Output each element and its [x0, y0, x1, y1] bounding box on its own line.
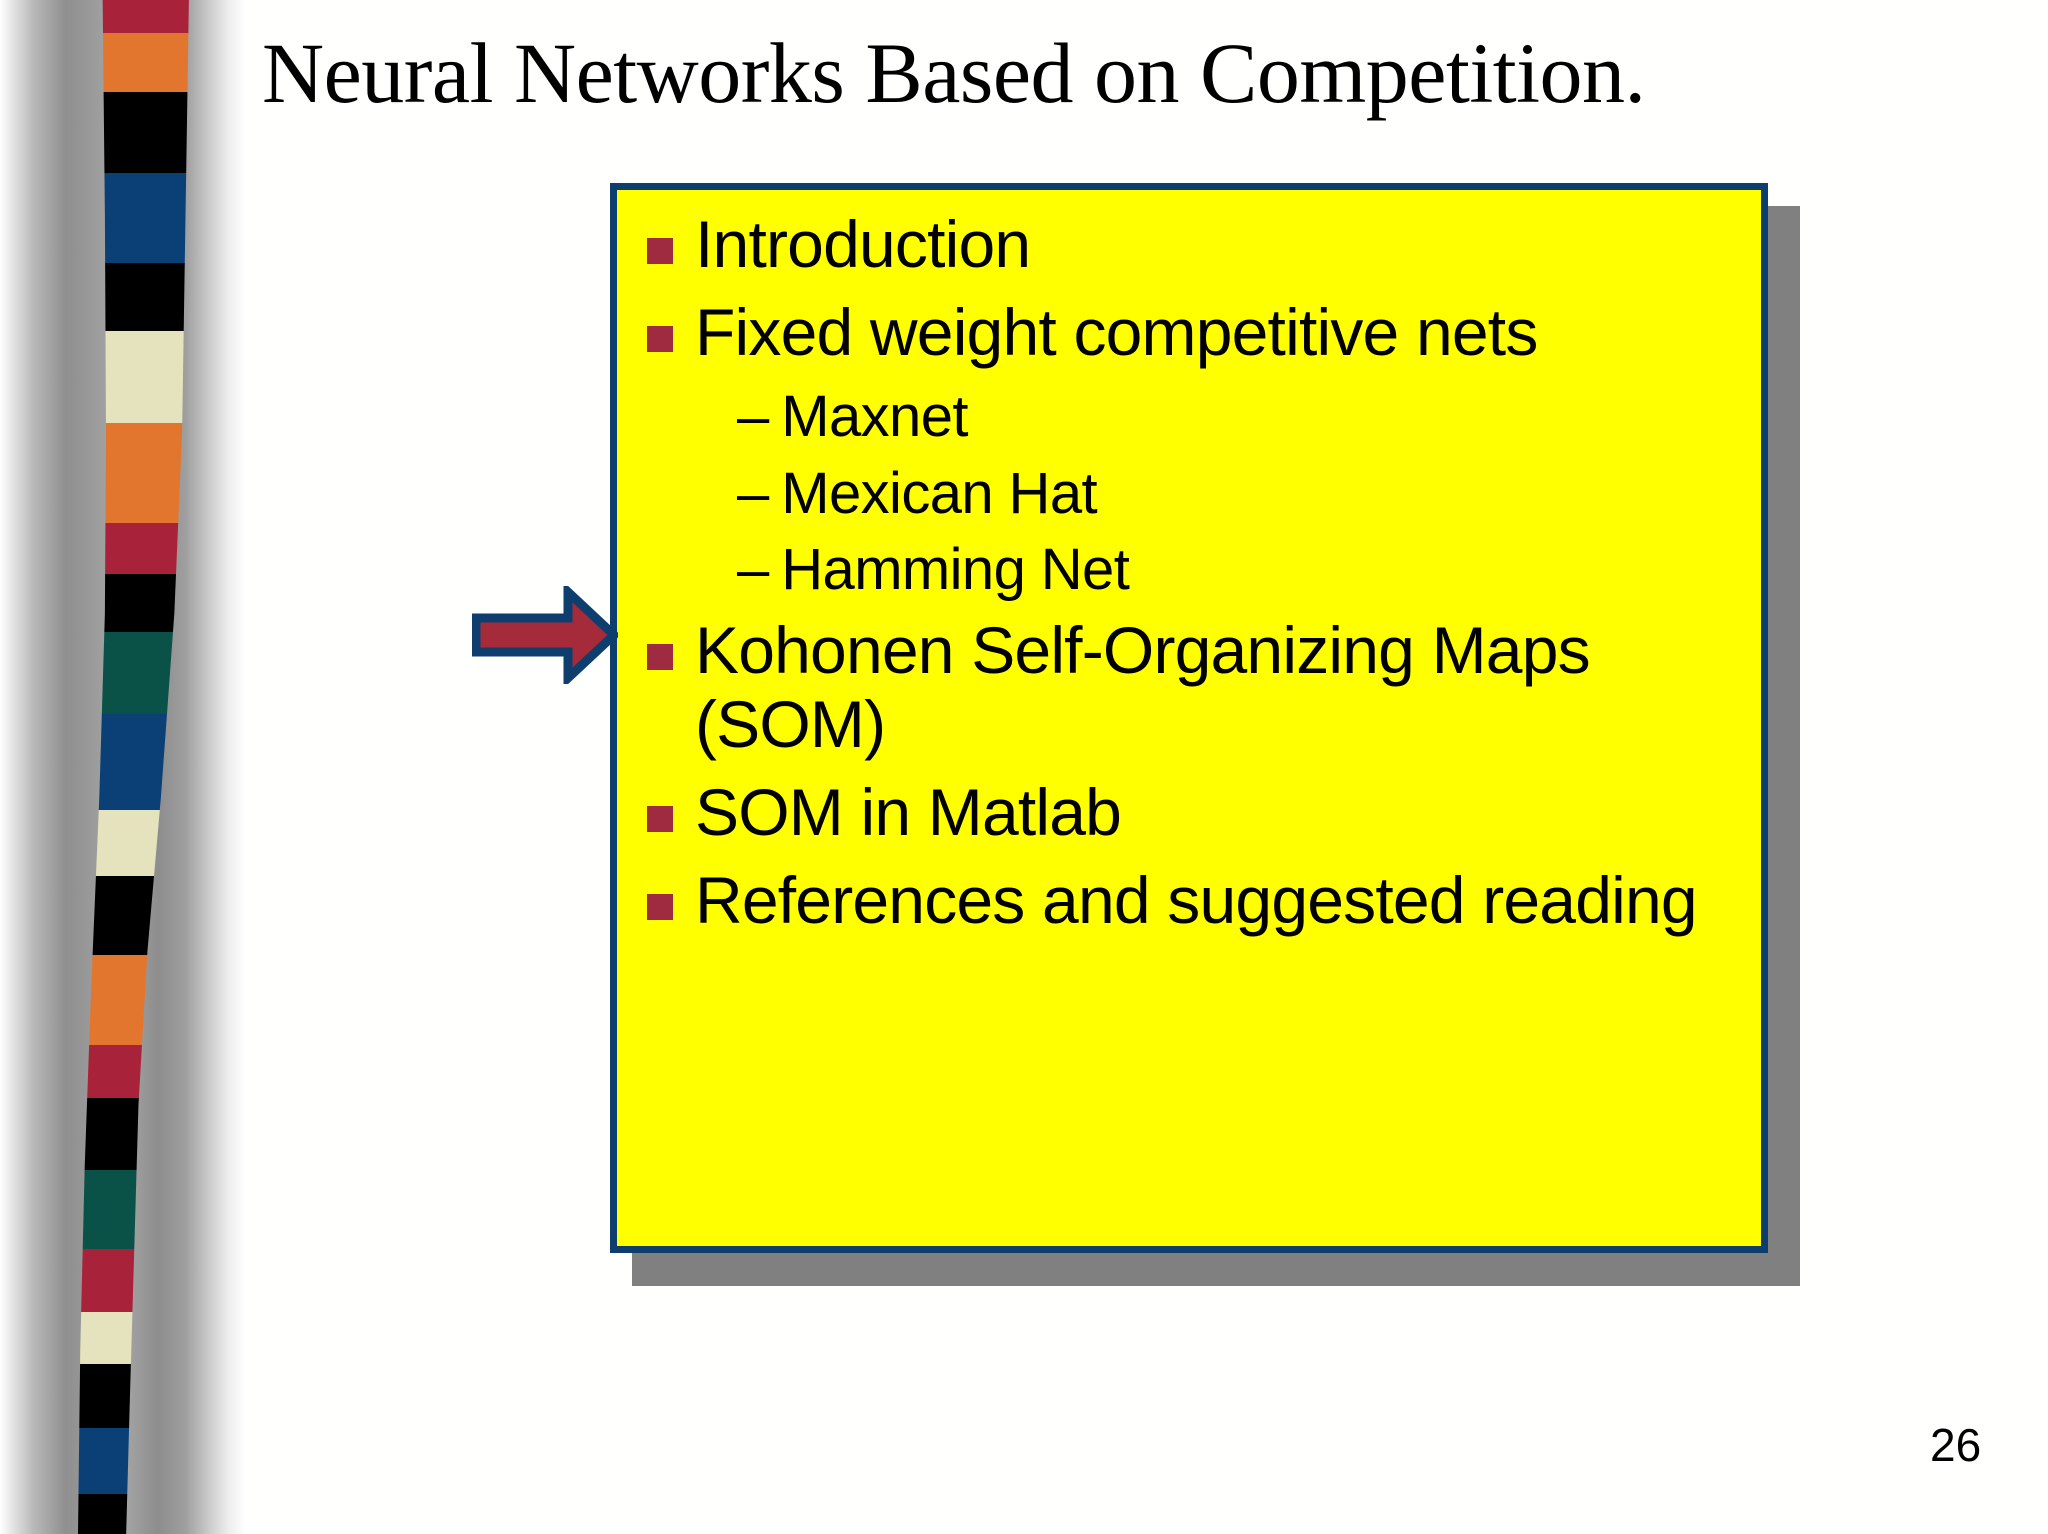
stripe-band	[78, 1249, 189, 1312]
dash-bullet-icon: –	[737, 460, 770, 526]
sub-bullet-item-label: Mexican Hat	[781, 460, 1098, 526]
bullet-item-label: References and suggested reading	[695, 862, 1698, 937]
page-number: 26	[1930, 1419, 1982, 1471]
square-bullet-icon	[647, 893, 673, 920]
stripe-band	[78, 330, 189, 423]
square-bullet-icon	[647, 805, 673, 832]
stripe-band	[78, 172, 189, 264]
bullet-item-label: Introduction	[695, 207, 1031, 281]
stripe-band	[78, 1170, 189, 1250]
dash-bullet-icon: –	[737, 383, 770, 449]
stripe-band	[78, 1494, 189, 1534]
stripe-band	[78, 1311, 189, 1365]
stripe-band	[78, 1364, 189, 1429]
stripe-band	[78, 714, 189, 810]
stripe-band	[78, 0, 189, 33]
stripe-band	[78, 32, 189, 93]
bullet-item-label: SOM in Matlab	[695, 774, 1122, 849]
square-bullet-icon	[647, 643, 673, 670]
stripe-column	[78, 0, 190, 1534]
dash-bullet-icon: –	[737, 537, 770, 603]
square-bullet-icon	[647, 238, 673, 264]
stripe-band	[78, 875, 189, 955]
stripe-band	[78, 1428, 189, 1495]
stripe-band	[78, 809, 189, 876]
bullet-item-label: Fixed weight competitive nets	[695, 294, 1538, 369]
stripe-column-shape	[78, 0, 189, 1534]
bullet-item: Fixed weight competitive nets	[647, 294, 1741, 370]
stripe-band	[78, 422, 189, 524]
right-arrow-icon	[471, 581, 621, 689]
sub-bullet-item-label: Hamming Net	[781, 537, 1130, 603]
page-title: Neural Networks Based on Competition.	[262, 25, 1646, 121]
sub-bullet-item: –Mexican Hat	[737, 461, 1741, 528]
stripe-band	[78, 954, 189, 1046]
stripe-band	[78, 574, 189, 632]
stripe-band	[78, 1097, 189, 1171]
bullet-item: SOM in Matlab	[647, 774, 1741, 850]
square-bullet-icon	[647, 325, 673, 352]
left-decorative-band	[0, 0, 246, 1534]
stripe-band	[78, 631, 189, 715]
sub-bullet-item-label: Maxnet	[781, 383, 968, 449]
stripe-band	[78, 523, 189, 575]
stripe-band	[78, 263, 189, 331]
bullet-item: Introduction	[647, 207, 1741, 282]
sub-bullet-item: –Maxnet	[737, 384, 1741, 451]
bullet-item-label: Kohonen Self-Organizing Maps (SOM)	[695, 612, 1591, 761]
sub-bullet-item: –Hamming Net	[737, 537, 1741, 604]
stripe-band	[78, 1045, 189, 1098]
bullet-item: Kohonen Self-Organizing Maps (SOM)	[647, 612, 1741, 762]
stripe-band	[78, 92, 189, 173]
bullet-item: References and suggested reading	[647, 862, 1741, 938]
